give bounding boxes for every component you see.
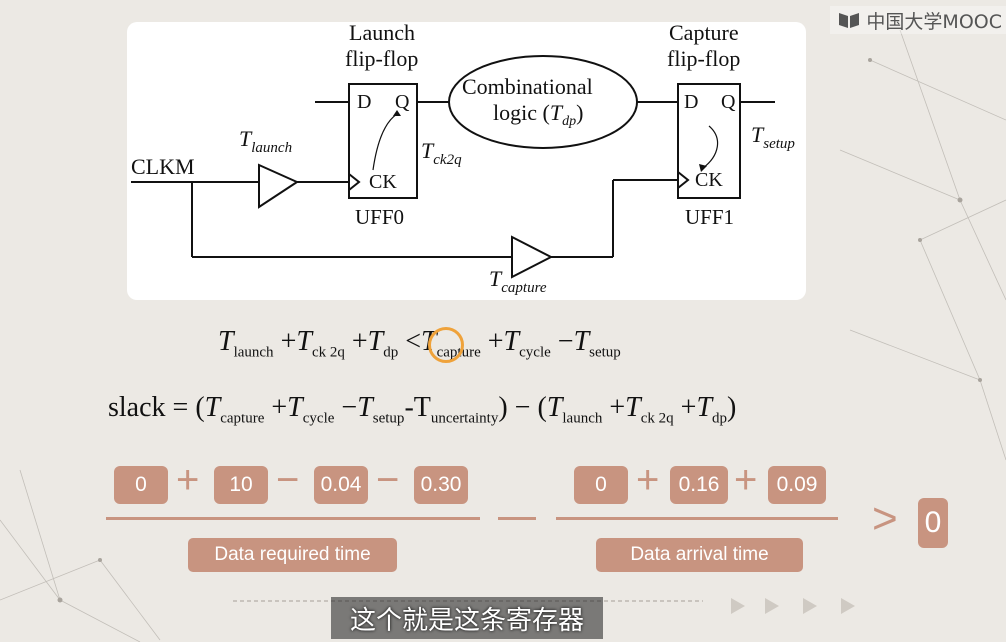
setup-inequality: Tlaunch +Tck 2q +Tdp <Tcapture +Tcycle −… [218,326,621,361]
capture-pin-ck: CK [695,169,723,191]
launch-buffer [258,163,300,209]
capture-pin-d: D [684,91,698,113]
subtract-line [498,517,536,520]
clock-label: CLKM [131,154,195,179]
ff1-name: UFF1 [685,205,734,229]
required-value-setup: 0.04 [314,466,368,504]
required-value-capture: 0 [114,466,168,504]
capture-title-2: flip-flop [667,46,740,71]
launch-flip-flop-box [348,83,418,199]
slack-formula: slack = (Tcapture +Tcycle −Tsetup-Tuncer… [108,392,737,427]
plus-operator: + [734,458,758,502]
comb-label-2: logic (Tdp) [493,100,583,129]
launch-pin-d: D [357,91,371,113]
t-ck2q-label: Tck2q [421,138,462,168]
required-value-cycle: 10 [214,466,268,504]
required-value-uncertainty: 0.30 [414,466,468,504]
capture-flip-flop-box [677,83,741,199]
playback-progress-indicator [233,598,855,614]
plus-operator: + [636,458,660,502]
combinational-logic-cloud [448,55,638,149]
slack-result: 0 [918,498,948,548]
timing-path-diagram: Launch flip-flop Capture flip-flop Combi… [127,22,806,300]
highlight-circle [428,327,464,363]
capture-title-1: Capture [669,22,739,45]
comb-label-1: Combinational [462,74,593,99]
t-launch-label: Tlaunch [239,126,292,156]
t-capture-label: Tcapture [489,266,547,296]
launch-pin-q: Q [395,91,410,113]
minus-operator: − [376,458,400,502]
ff0-name: UFF0 [355,205,404,229]
arrival-bracket-line [556,517,838,520]
arrival-value-launch: 0 [574,466,628,504]
data-arrival-time-label: Data arrival time [596,538,803,572]
arrival-value-dp: 0.09 [768,466,826,504]
plus-operator: + [176,458,200,502]
greater-than-operator: > [872,494,898,543]
t-setup-label: Tsetup [751,122,795,152]
launch-title-1: Launch [349,22,415,45]
required-bracket-line [106,517,480,520]
capture-pin-q: Q [721,91,736,113]
logo-text: 中国大学MOOC [866,10,1002,33]
data-required-time-label: Data required time [188,538,397,572]
launch-pin-ck: CK [369,171,397,193]
minus-operator: − [276,458,300,502]
video-subtitle: 这个就是这条寄存器 [331,597,603,639]
less-than-sign: < [405,326,422,357]
launch-title-2: flip-flop [345,46,418,71]
book-icon [838,11,860,29]
capture-buffer [511,235,554,279]
mooc-logo: 中国大学MOOC [830,6,1006,34]
arrival-value-ck2q: 0.16 [670,466,728,504]
